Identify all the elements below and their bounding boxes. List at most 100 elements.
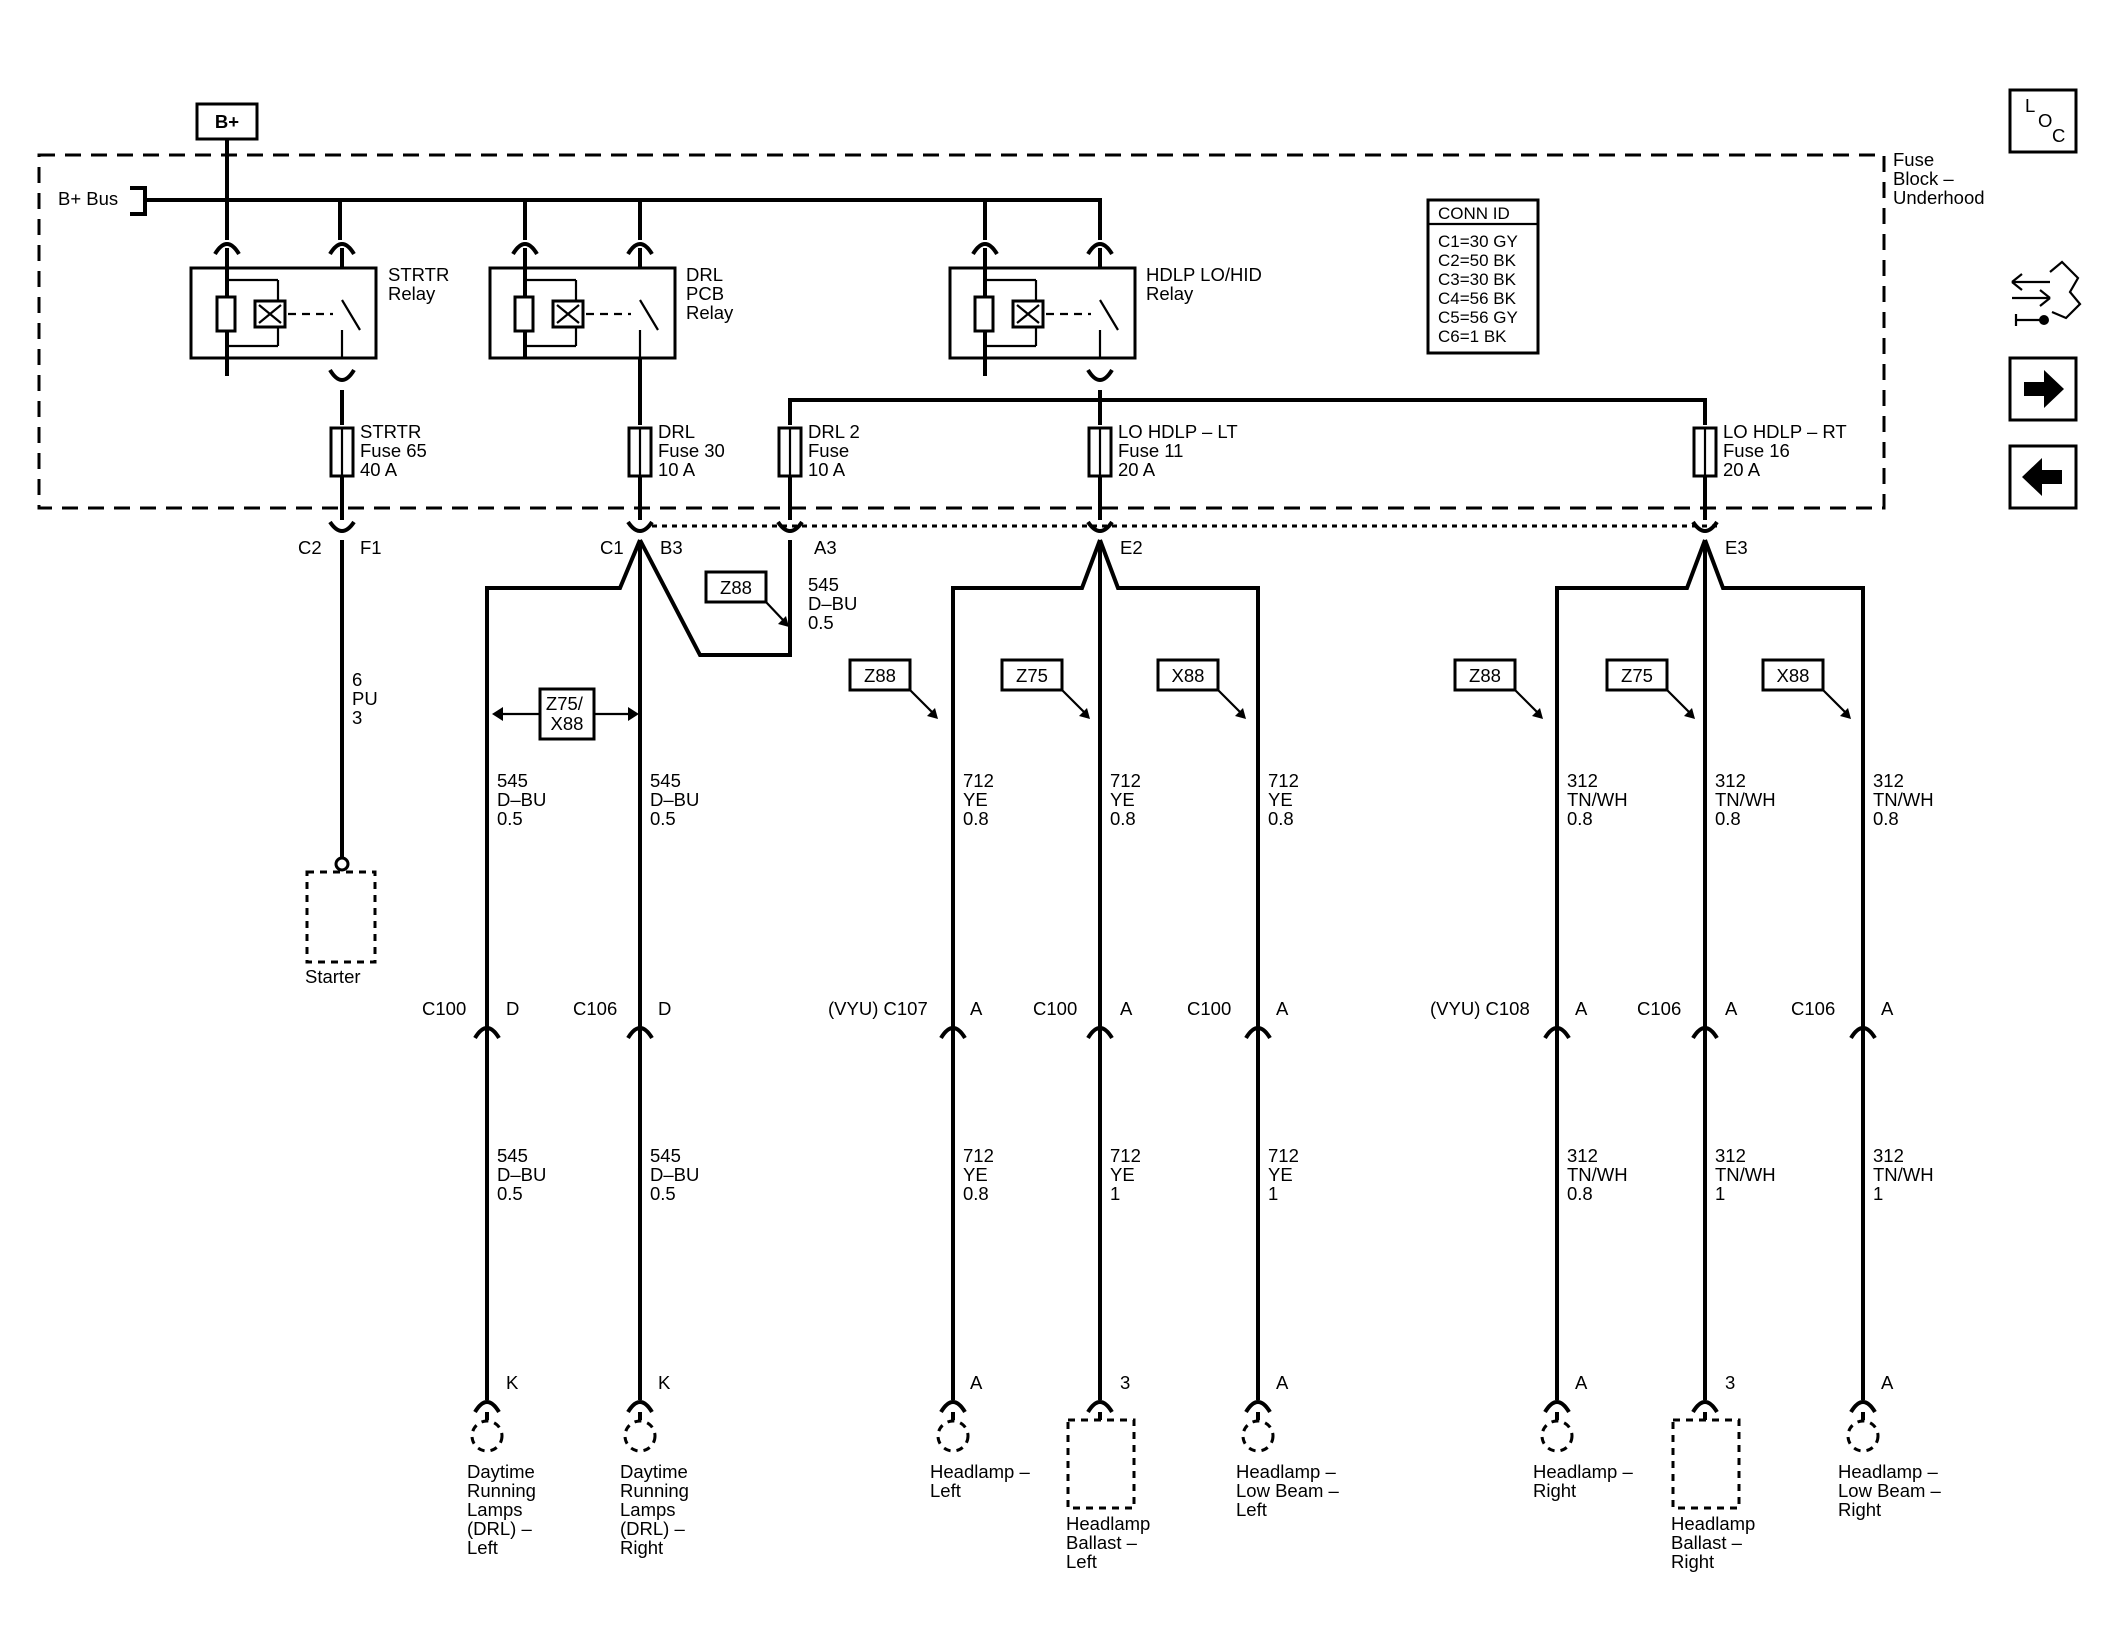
device-pin: A — [1881, 1372, 1894, 1393]
device-label: Headlamp –Left — [930, 1461, 1030, 1501]
c1-conn-label: C1 — [600, 537, 624, 558]
b3-pin-label: B3 — [660, 537, 683, 558]
fuse-block-outline — [37, 153, 1886, 510]
z75-tag-hb-l: Z75 — [1000, 658, 1090, 719]
conn-id-row: C6=1 BK — [1438, 327, 1507, 346]
starter-label: Starter — [305, 966, 361, 987]
z88-tag-hl-r: Z88 — [1453, 658, 1543, 719]
strtr-relay — [189, 242, 378, 425]
next-page-arrow-icon[interactable] — [2008, 356, 2078, 422]
starter-wire-label: 6 PU 3 — [352, 669, 383, 728]
device-label: Headlamp –Low Beam –Left — [1236, 1461, 1340, 1520]
svg-text:Z88: Z88 — [720, 577, 752, 598]
drl-pcb-relay — [488, 242, 677, 425]
device-pin: K — [506, 1372, 519, 1393]
hdlp-lo-hid-relay-label: HDLP LO/HID Relay — [1146, 264, 1267, 304]
headlamp-low-beam-left — [1241, 1419, 1275, 1453]
x88-tag-lb-l: X88 — [1156, 658, 1246, 719]
inline-conn: C100 — [1187, 998, 1231, 1019]
conn-id-table: CONN ID C1=30 GY C2=50 BK C3=30 BK C4=56… — [1426, 198, 1540, 355]
inline-conn: C106 — [1791, 998, 1835, 1019]
device-pin: 3 — [1725, 1372, 1735, 1393]
z88-tag-hl-l: Z88 — [848, 658, 938, 719]
conn-id-row: C3=30 BK — [1438, 270, 1517, 289]
inline-pin: D — [658, 998, 671, 1019]
component-locator-icon[interactable] — [2011, 260, 2082, 326]
headlamp-right — [1540, 1419, 1574, 1453]
bplus-bus-bracket — [130, 186, 147, 216]
inline-conn: (VYU) C107 — [828, 998, 928, 1019]
device-pin: 3 — [1120, 1372, 1130, 1393]
device-pin: K — [658, 1372, 671, 1393]
lower-wires — [485, 1040, 1865, 1400]
headlamp-ballast-right — [1671, 1418, 1741, 1510]
hdlp-output-bus — [788, 398, 1707, 425]
e2-pin-label: E2 — [1120, 537, 1143, 558]
conn-id-row: C2=50 BK — [1438, 251, 1517, 270]
x88-tag-lb-r: X88 — [1761, 658, 1851, 719]
fuse-lo-hdlp-lt-label: LO HDLP – LT Fuse 11 20 A — [1118, 421, 1242, 480]
drl-branch — [485, 539, 642, 1045]
inline-pin: A — [1725, 998, 1738, 1019]
device-pin-labels: K K A 3 A A 3 A — [506, 1372, 1894, 1393]
drl2-jumper — [638, 539, 792, 657]
svg-text:X88: X88 — [1777, 665, 1810, 686]
headlamp-left — [936, 1419, 970, 1453]
z88-tag-drl2: Z88 — [704, 570, 789, 627]
fuse-drl2-label: DRL 2 Fuse 10 A — [808, 421, 865, 480]
svg-text:Z88: Z88 — [1469, 665, 1501, 686]
fuses — [329, 426, 1718, 478]
fuse-drl-label: DRL Fuse 30 10 A — [658, 421, 730, 480]
bplus-bus-line — [145, 198, 1102, 240]
inline-pin: A — [970, 998, 983, 1019]
e3-pin-label: E3 — [1725, 537, 1748, 558]
conn-id-row: C4=56 BK — [1438, 289, 1517, 308]
loc-icon[interactable]: L O C — [2008, 88, 2078, 154]
inline-pin: A — [1575, 998, 1588, 1019]
device-pin: A — [970, 1372, 983, 1393]
fuse-lo-hdlp-rt-label: LO HDLP – RT Fuse 16 20 A — [1723, 421, 1852, 480]
inline-connector-symbols — [473, 1026, 1877, 1040]
previous-page-arrow-icon[interactable] — [2008, 444, 2078, 510]
block-connector-symbols — [328, 520, 1719, 533]
fuse-outputs — [340, 476, 1707, 520]
inline-conn: C106 — [573, 998, 617, 1019]
starter-device — [305, 870, 377, 964]
z75-tag-hb-r: Z75 — [1605, 658, 1695, 719]
drl-right-lamp — [623, 1419, 657, 1453]
rt-branch — [1555, 539, 1865, 1045]
bus-drops — [338, 200, 987, 240]
svg-text:Z75: Z75 — [1621, 665, 1653, 686]
device-pin: A — [1276, 1372, 1289, 1393]
headlamp-low-beam-right — [1846, 1419, 1880, 1453]
svg-text:X88: X88 — [1172, 665, 1205, 686]
bplus-bus-label: B+ Bus — [58, 188, 118, 209]
z75-x88-tag: Z75/ X88 — [492, 687, 639, 741]
f1-pin-label: F1 — [360, 537, 382, 558]
starter-terminal — [334, 856, 350, 872]
inline-conn: (VYU) C108 — [1430, 998, 1530, 1019]
svg-text:L: L — [2025, 95, 2035, 116]
drl-pcb-relay-label: DRL PCB Relay — [686, 264, 734, 323]
device-pin: A — [1575, 1372, 1588, 1393]
inline-pin: A — [1120, 998, 1133, 1019]
